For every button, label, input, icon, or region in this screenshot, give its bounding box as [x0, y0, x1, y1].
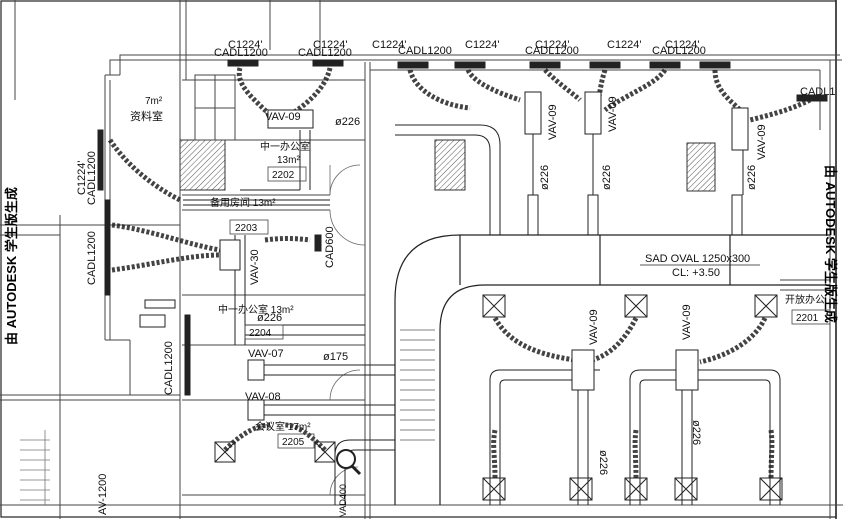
- diffuser-label: C1224': [665, 39, 700, 51]
- diffuser-label: C1224': [76, 160, 88, 195]
- diffuser-label: CADL1: [800, 86, 835, 98]
- room-number: 2205: [282, 437, 305, 448]
- vav-label: VAV-09: [756, 124, 768, 160]
- diffuser-label: CAD600: [324, 226, 336, 268]
- vav-label: VAV-08: [245, 391, 281, 403]
- room-labels: 7m² 资料室 中一办公室 13m² 2202 备用房间 13m² 2203 中…: [130, 96, 831, 449]
- room-name: 会议室 17m²: [255, 420, 311, 433]
- diameter-label: ø226: [601, 165, 613, 190]
- diffuser-label: CADL1200: [214, 47, 268, 59]
- diffuser-label: C1224': [313, 39, 348, 51]
- diffuser-label: CADL1200: [86, 151, 98, 205]
- vav-label: VAV-09: [588, 309, 600, 345]
- vav-label: VAV-09: [265, 111, 301, 123]
- watermark-right: 由 AUTODESK 学生版生成: [823, 165, 838, 323]
- magnifier-icon[interactable]: [336, 449, 362, 476]
- room-area: 7m²: [145, 96, 163, 107]
- grille-boxes: [139, 294, 783, 501]
- vav-label: VAV-30: [249, 249, 261, 285]
- diffuser-label: CADL1200: [298, 47, 352, 59]
- diffuser-label: C1224': [607, 39, 642, 51]
- watermarks: 由 AUTODESK 学生版生成 由 AUTODESK 学生版生成: [4, 165, 838, 345]
- vav-labels: VAV-09 VAV-09 VAV-09 VAV-09 VAV-07 VAV-0…: [245, 96, 768, 403]
- diffuser-label: C1224': [228, 39, 263, 51]
- diffuser-labels: C1224' CADL1200 C1224' CADL1200 C1224' C…: [76, 39, 835, 395]
- branch-ducts: [183, 124, 781, 505]
- duct-flex-hatch: [400, 329, 435, 441]
- vav-label: VAV-09: [547, 104, 559, 140]
- room-number: 2202: [272, 170, 295, 181]
- duct-annotation: SAD OVAL 1250x300 CL: +3.50 CAD600 AV-12…: [97, 226, 760, 517]
- diffuser-label: CADL1200: [86, 231, 98, 285]
- room-name: 中一办公室: [260, 140, 310, 153]
- room-name: 资料室: [130, 109, 163, 123]
- diffuser-label: C1224': [535, 39, 570, 51]
- room-number: 2204: [249, 328, 272, 339]
- duct-level-label: CL: +3.50: [672, 267, 720, 279]
- diffuser-label: CADL1200: [525, 45, 579, 57]
- room-name: 开放办公: [785, 293, 825, 306]
- diffuser-label: C1224': [465, 39, 500, 51]
- diffusers: [97, 59, 828, 396]
- diameter-label: ø226: [257, 312, 282, 324]
- stairs: [20, 430, 50, 505]
- diffuser-label: AV-1200: [97, 474, 109, 515]
- main-oval-duct: [394, 234, 830, 505]
- room-area: 13m²: [277, 155, 300, 166]
- vav-label: VAV-09: [607, 96, 619, 132]
- diffuser-label: C1224': [372, 39, 407, 51]
- watermark-left: 由 AUTODESK 学生版生成: [4, 187, 19, 345]
- room-number: 2201: [796, 313, 819, 324]
- room-name: 备用房间 13m²: [210, 196, 276, 209]
- diffuser-label: CADL1200: [163, 341, 175, 395]
- diameter-label: ø226: [690, 420, 702, 445]
- room-number: 2203: [235, 223, 258, 234]
- diffuser-label: VAD400: [338, 484, 348, 517]
- room-name: 中一办公室 13m²: [218, 303, 294, 316]
- diffuser-label: CADL1200: [652, 45, 706, 57]
- duct-size-label: SAD OVAL 1250x300: [645, 253, 750, 265]
- vav-label: VAV-07: [248, 348, 284, 360]
- diameter-label: ø226: [597, 450, 609, 475]
- diameter-label: ø226: [746, 165, 758, 190]
- diameter-labels: ø226 ø226 ø226 ø226 ø175 ø226 ø226 ø226: [257, 116, 758, 475]
- diameter-label: ø226: [539, 165, 551, 190]
- diameter-label: ø175: [323, 351, 348, 363]
- vav-boxes: [219, 91, 749, 421]
- diffuser-label: CADL1200: [398, 45, 452, 57]
- shafts: [179, 74, 716, 192]
- diameter-label: ø226: [335, 116, 360, 128]
- vav-label: VAV-09: [681, 304, 693, 340]
